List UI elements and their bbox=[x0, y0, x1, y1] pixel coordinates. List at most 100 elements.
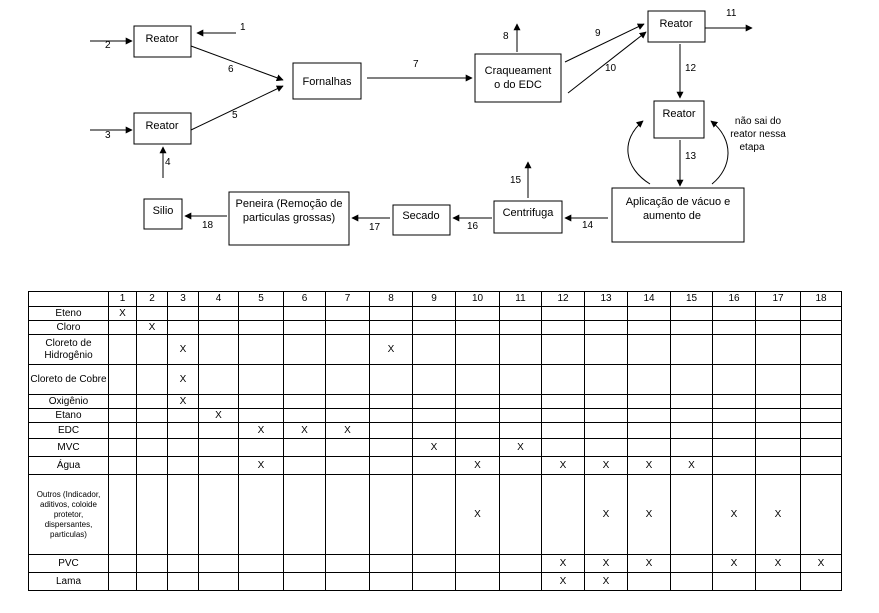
stream-label-12: 12 bbox=[685, 63, 697, 74]
table-cell bbox=[369, 320, 413, 335]
stream-label-13: 13 bbox=[685, 151, 697, 162]
table-cell bbox=[167, 554, 199, 573]
table-cell bbox=[670, 408, 713, 423]
table-column-header: 2 bbox=[136, 291, 168, 307]
row-label: PVC bbox=[28, 554, 109, 573]
row-label: Outros (Indicador, aditivos, coloide pro… bbox=[28, 474, 109, 555]
table-cell bbox=[369, 554, 413, 573]
table-cell bbox=[712, 422, 756, 439]
table-cell bbox=[670, 394, 713, 409]
table-cell: X bbox=[136, 320, 168, 335]
stream-label-18: 18 bbox=[202, 220, 214, 231]
table-cell bbox=[325, 438, 370, 457]
table-cell bbox=[670, 572, 713, 591]
box-vacuo: Aplicação de vácuo e aumento de bbox=[611, 187, 745, 243]
table-row: Outros (Indicador, aditivos, coloide pro… bbox=[28, 474, 842, 555]
table-cell bbox=[238, 334, 284, 365]
row-label: EDC bbox=[28, 422, 109, 439]
table-cell bbox=[670, 422, 713, 439]
table-cell bbox=[136, 572, 168, 591]
table-cell: X bbox=[627, 554, 671, 573]
table-cell bbox=[167, 456, 199, 475]
table-cell bbox=[369, 438, 413, 457]
table-cell: X bbox=[499, 438, 542, 457]
table-cell bbox=[412, 572, 456, 591]
table-cell bbox=[755, 456, 801, 475]
table-cell bbox=[108, 554, 137, 573]
table-cell bbox=[167, 320, 199, 335]
box-reator-top-left: Reator bbox=[133, 25, 192, 58]
table-cell bbox=[541, 474, 585, 555]
table-cell bbox=[541, 408, 585, 423]
table-cell bbox=[167, 474, 199, 555]
table-cell bbox=[238, 438, 284, 457]
table-cell bbox=[800, 474, 842, 555]
table-cell bbox=[755, 408, 801, 423]
arrow-5 bbox=[190, 85, 284, 131]
box-reator-top-right: Reator bbox=[647, 10, 706, 43]
table-cell bbox=[283, 394, 326, 409]
table-cell bbox=[499, 572, 542, 591]
table-cell bbox=[800, 306, 842, 321]
table-cell bbox=[755, 334, 801, 365]
table-column-header: 14 bbox=[627, 291, 671, 307]
table-cell bbox=[755, 306, 801, 321]
row-label: MVC bbox=[28, 438, 109, 457]
table-cell bbox=[712, 572, 756, 591]
table-cell bbox=[136, 438, 168, 457]
table-cell bbox=[670, 320, 713, 335]
table-cell: X bbox=[712, 474, 756, 555]
table-cell bbox=[369, 408, 413, 423]
table-cell: X bbox=[584, 474, 628, 555]
table-cell bbox=[325, 320, 370, 335]
table-column-header: 11 bbox=[499, 291, 542, 307]
table-cell bbox=[325, 572, 370, 591]
table-cell bbox=[167, 572, 199, 591]
table-cell bbox=[541, 320, 585, 335]
table-cell bbox=[167, 438, 199, 457]
table-cell bbox=[412, 422, 456, 439]
table-column-header: 3 bbox=[167, 291, 199, 307]
box-centrifuga: Centrifuga bbox=[493, 200, 563, 234]
box-label: Secado bbox=[402, 210, 439, 222]
arrow-9 bbox=[564, 23, 645, 63]
table-cell bbox=[584, 394, 628, 409]
table-cell bbox=[108, 334, 137, 365]
box-label-line2: o do EDC bbox=[494, 79, 542, 91]
table-cell bbox=[283, 334, 326, 365]
table-cell bbox=[455, 422, 500, 439]
table-cell bbox=[541, 306, 585, 321]
table-cell bbox=[670, 334, 713, 365]
table-cell bbox=[712, 438, 756, 457]
table-cell: X bbox=[238, 422, 284, 439]
box-craqueamento: Craqueament o do EDC bbox=[474, 53, 562, 103]
table-cell bbox=[325, 456, 370, 475]
box-label: Silio bbox=[153, 205, 174, 217]
table-cell bbox=[238, 554, 284, 573]
table-column-header: 10 bbox=[455, 291, 500, 307]
svg-text:não sai do: não sai do bbox=[735, 116, 782, 127]
table-cell bbox=[325, 408, 370, 423]
table-cell bbox=[325, 474, 370, 555]
stream-label-10: 10 bbox=[605, 63, 617, 74]
table-cell bbox=[325, 306, 370, 321]
stream-label-9: 9 bbox=[595, 28, 601, 39]
table-cell bbox=[412, 334, 456, 365]
table-cell bbox=[499, 394, 542, 409]
box-label: Fornalhas bbox=[303, 76, 352, 88]
table-cell bbox=[108, 474, 137, 555]
table-cell bbox=[712, 408, 756, 423]
table-column-header: 18 bbox=[800, 291, 842, 307]
table-cell bbox=[499, 364, 542, 395]
table-cell bbox=[108, 320, 137, 335]
process-flow-diagram: Reator Reator Fornalhas Craqueament o do… bbox=[90, 8, 786, 246]
table-cell: X bbox=[627, 456, 671, 475]
table-cell bbox=[627, 394, 671, 409]
table-cell bbox=[198, 334, 239, 365]
table-cell: X bbox=[198, 408, 239, 423]
table-cell: X bbox=[167, 364, 199, 395]
table-cell: X bbox=[167, 334, 199, 365]
